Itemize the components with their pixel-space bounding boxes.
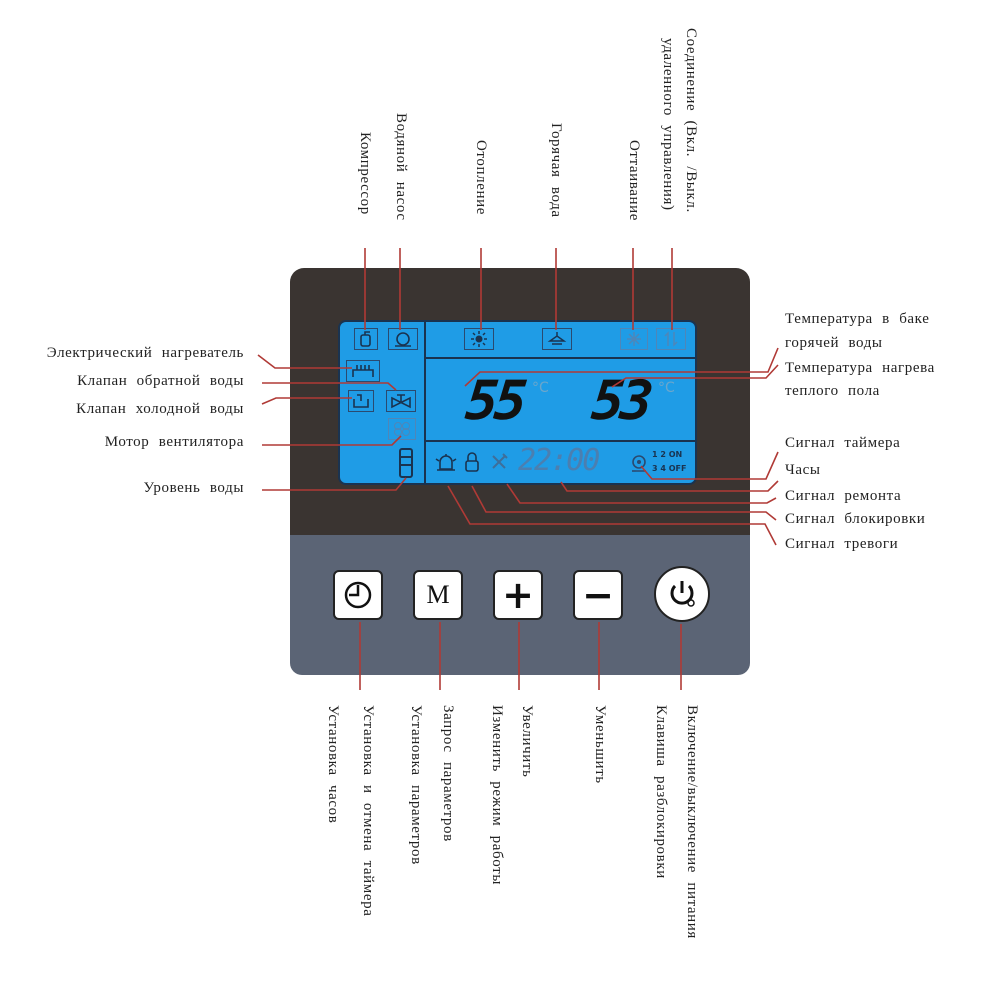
label-tank-temp-2: горячей воды — [785, 335, 883, 351]
decrease-button[interactable]: − — [573, 570, 623, 620]
label-fan-motor: Мотор вентилятора — [104, 434, 244, 450]
heating-sun-icon — [464, 328, 494, 350]
repair-tools-icon — [490, 453, 510, 476]
defrost-icon — [620, 328, 648, 350]
label-timer-set: Установка и отмена таймера — [360, 705, 376, 917]
label-cold-valve: Клапан холодной воды — [76, 401, 244, 417]
power-unlock-icon — [670, 581, 695, 607]
mode-button[interactable]: M — [413, 570, 463, 620]
label-timer-signal: Сигнал таймера — [785, 435, 901, 451]
label-compressor: Компрессор — [357, 132, 373, 215]
label-clock-set: Установка часов — [325, 705, 341, 824]
label-floor-temp-1: Температура нагрева — [785, 360, 935, 376]
plus-icon: + — [502, 573, 534, 617]
label-floor-temp-2: теплого пола — [785, 383, 880, 399]
electric-heater-icon — [346, 360, 380, 382]
remote-control-icon — [656, 328, 686, 350]
power-button[interactable] — [654, 566, 710, 622]
label-alarm-signal: Сигнал тревоги — [785, 536, 899, 552]
timer-slots-on: 1 2 ON — [652, 450, 683, 459]
label-lock-signal: Сигнал блокировки — [785, 511, 926, 527]
increase-button[interactable]: + — [493, 570, 543, 620]
label-remote-line1: Соединение (Вкл. /Выкл. — [683, 28, 699, 213]
minus-icon: − — [582, 573, 614, 617]
hot-water-shower-icon — [542, 328, 572, 350]
label-water-level: Уровень воды — [143, 480, 244, 496]
clock-display: 22:00 — [518, 443, 600, 478]
fan-motor-icon — [388, 418, 416, 440]
label-defrost: Оттаивание — [626, 140, 642, 222]
label-return-valve: Клапан обратной воды — [77, 373, 244, 389]
label-repair-signal: Сигнал ремонта — [785, 488, 902, 504]
label-clock: Часы — [785, 462, 821, 478]
label-electric-heater: Электрический нагреватель — [46, 345, 244, 361]
label-hot-water: Горячая вода — [548, 123, 564, 218]
label-heating: Отопление — [473, 140, 489, 215]
label-increase: Увеличить — [519, 705, 535, 778]
label-remote-line2: удаленного управления) — [660, 38, 676, 211]
lcd-display: 55 °C 53 °C 22:00 1 2 ON 3 4 OFF — [338, 320, 697, 485]
timer-slots-off: 3 4 OFF — [652, 464, 687, 473]
temp1-unit: °C — [532, 380, 549, 396]
label-param-query: Запрос параметров — [440, 705, 456, 842]
timer-signal-icon — [630, 453, 648, 478]
label-mode-change: Изменить режим работы — [489, 705, 505, 886]
alarm-bell-icon — [435, 453, 457, 478]
label-power: Включение/выключение питания — [684, 705, 700, 939]
label-water-pump: Водяной насос — [393, 113, 409, 221]
compressor-icon — [354, 328, 378, 350]
water-level-icon — [399, 448, 413, 478]
cold-water-valve-icon — [348, 390, 374, 412]
label-param-set: Установка параметров — [408, 705, 424, 865]
label-decrease: Уменьшить — [592, 705, 608, 784]
mode-button-label: M — [426, 580, 450, 609]
label-unlock: Клавиша разблокировки — [653, 705, 669, 879]
temp2-unit: °C — [658, 380, 675, 396]
water-pump-icon — [388, 328, 418, 350]
timer-button[interactable] — [333, 570, 383, 620]
clock-icon — [344, 581, 372, 609]
return-water-valve-icon — [386, 390, 416, 412]
lock-icon — [464, 452, 480, 477]
label-tank-temp-1: Температура в баке — [785, 311, 930, 327]
